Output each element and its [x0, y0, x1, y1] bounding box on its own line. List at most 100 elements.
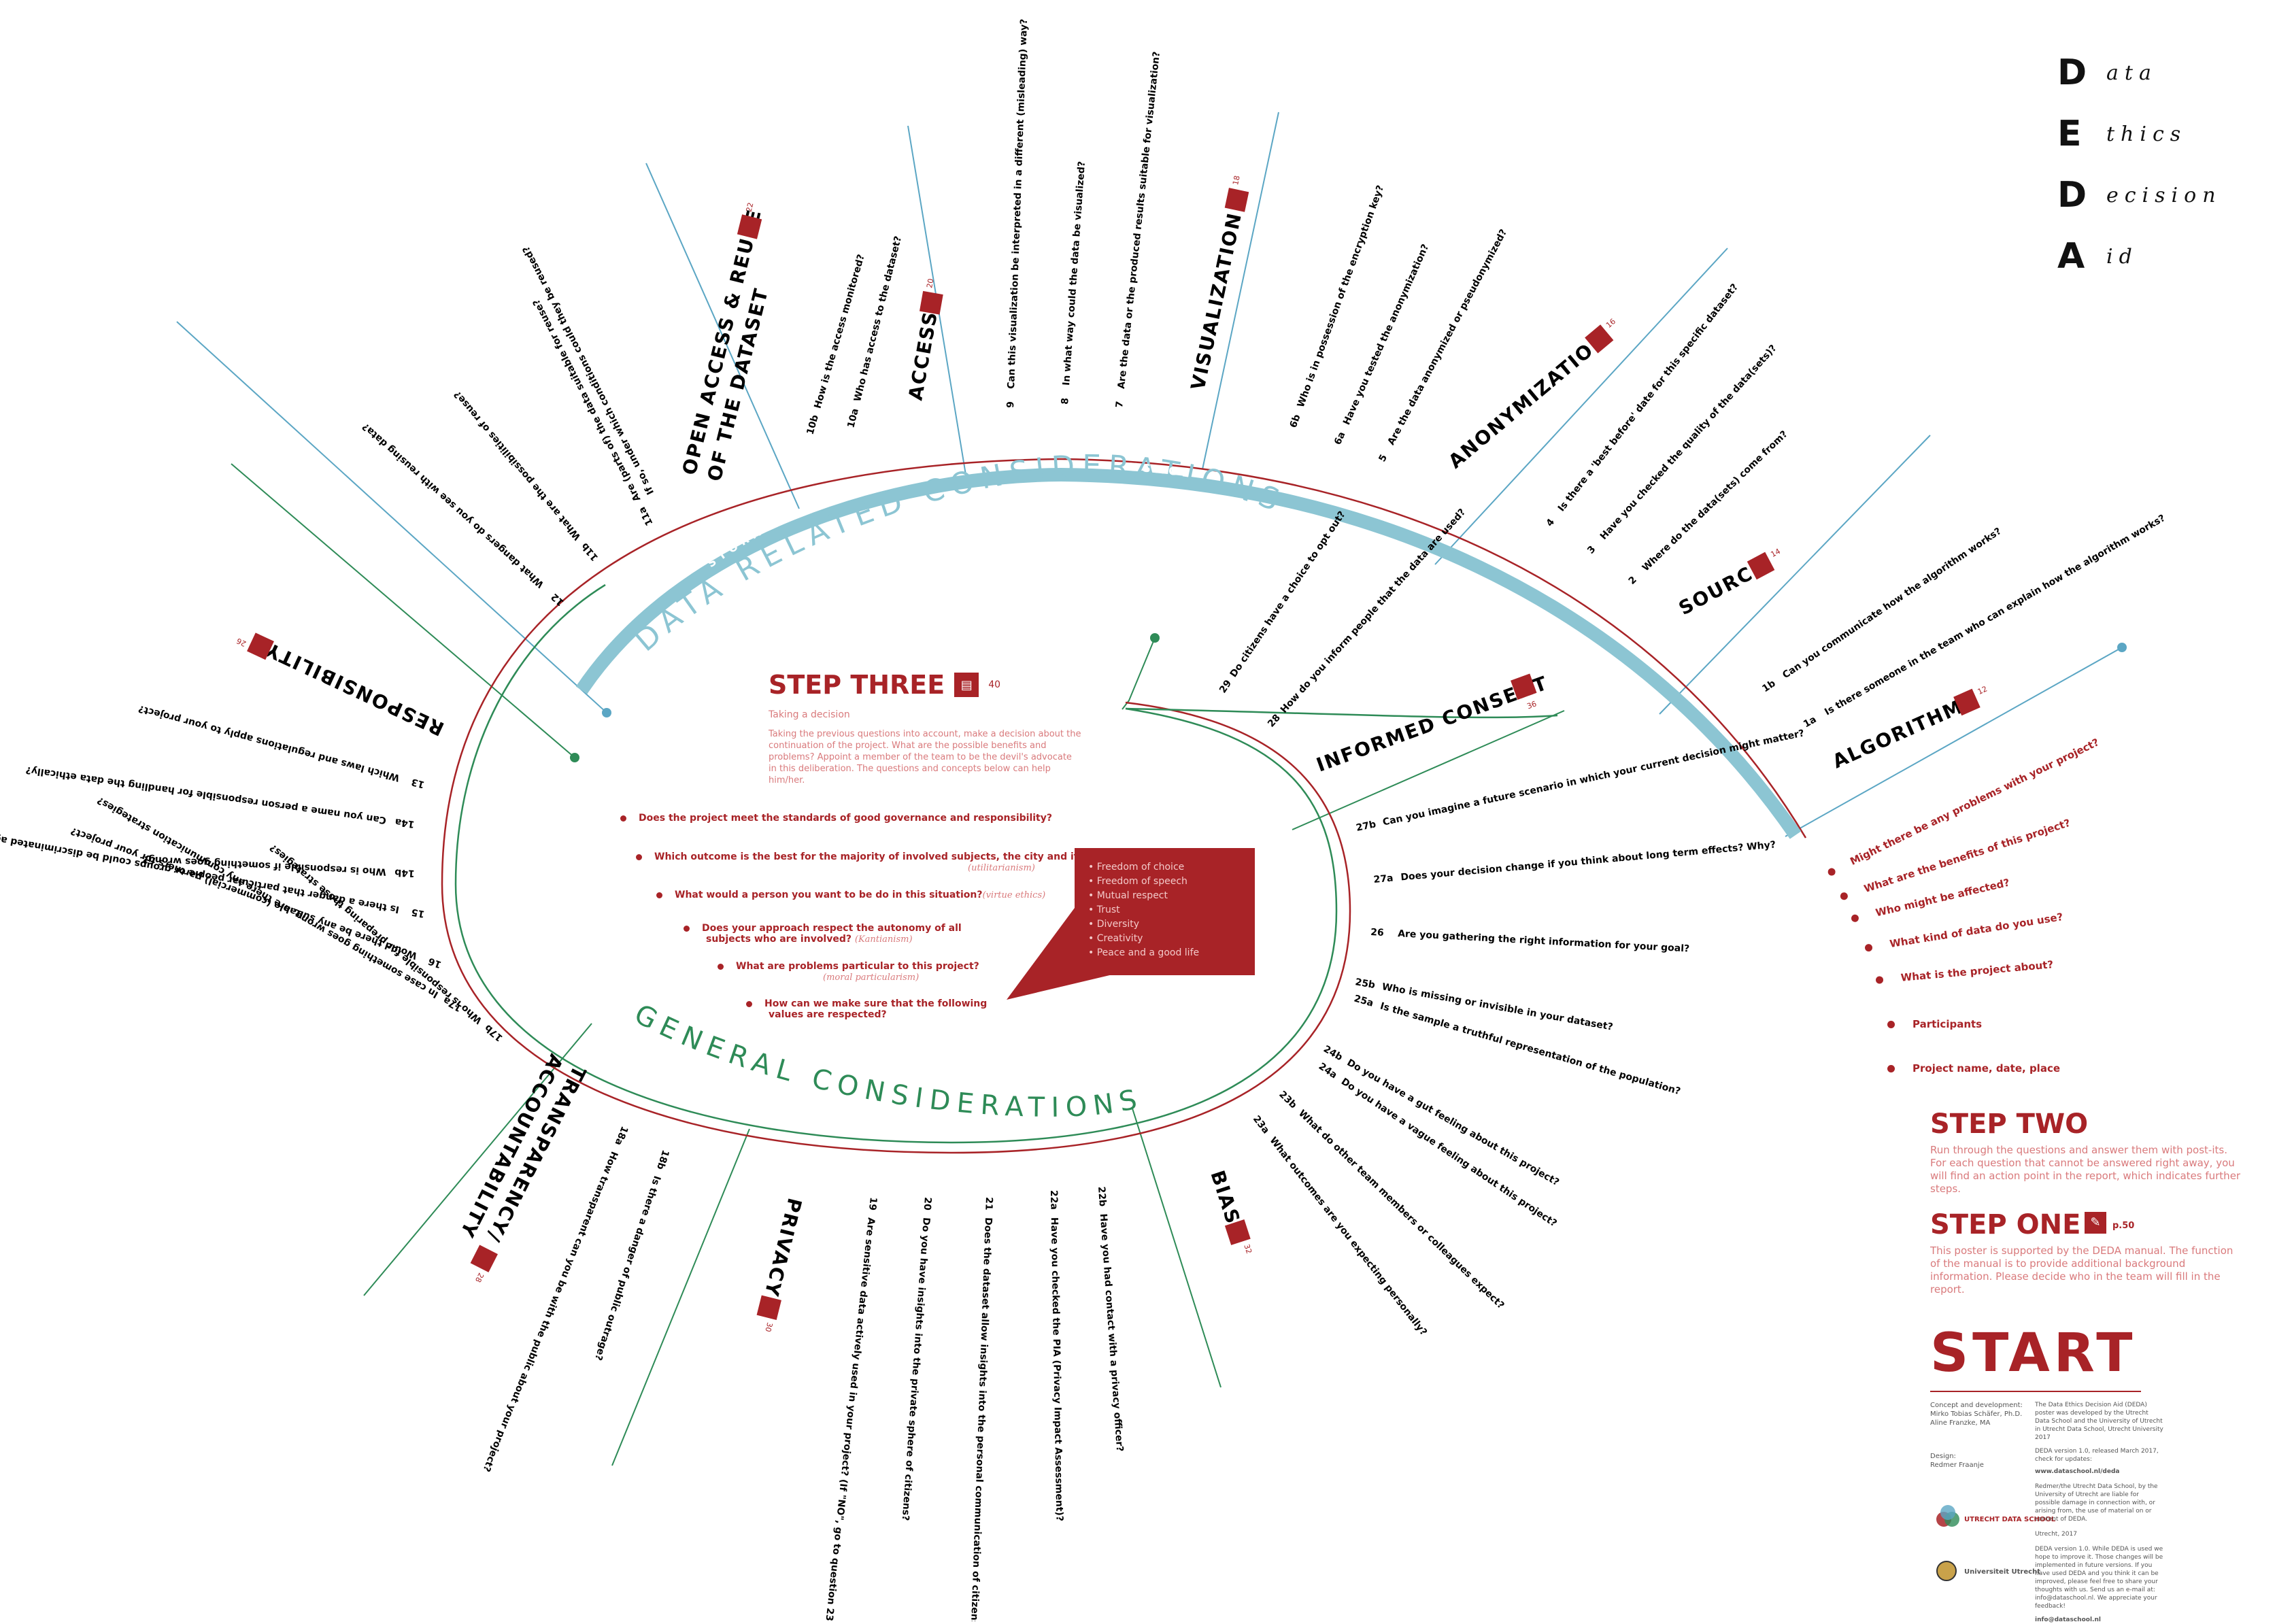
question-number: 17b [483, 1022, 505, 1043]
manual-book-icon [247, 632, 274, 660]
bullet-dot [718, 963, 724, 970]
question-number: 18b [654, 1149, 671, 1171]
question-number: 26 [1370, 927, 1384, 938]
question-number: 20 [922, 1197, 933, 1211]
bullet-dot [684, 925, 690, 932]
credits-right: The Data Ethics Decision Aid (DEDA) post… [2035, 1402, 2163, 1623]
section-title-visualization: VISUALIZATION [1187, 210, 1247, 392]
bullet-dot [1839, 891, 1849, 901]
bullet-dot [1887, 1065, 1895, 1072]
section-page-anonymization: 16 [1604, 317, 1617, 330]
question-number: 10b [805, 413, 821, 436]
question-5: Are the data anonymized or pseudonymized… [1386, 228, 1510, 447]
question-8: In what way could the data be visualized… [1061, 161, 1088, 386]
spoke-transparency [363, 1023, 592, 1296]
question-25b: Who is missing or invisible in your data… [1381, 981, 1614, 1033]
section-title-privacy: PRIVACY [760, 1196, 806, 1299]
question-number: 22a [1048, 1190, 1060, 1210]
section-title-responsibility: RESPONSIBILITY [261, 638, 448, 741]
question-number: 5 [1377, 453, 1389, 464]
question-number: 25a [1353, 993, 1375, 1009]
question-number: 12 [549, 591, 566, 608]
manual-book-icon [1224, 188, 1249, 212]
question-number: 4 [1545, 517, 1557, 529]
section-page-privacy: 30 [763, 1321, 774, 1333]
manual-book-icon [470, 1245, 498, 1272]
question-number: 1b [1760, 678, 1777, 694]
utrecht-data-school-logo [1936, 1505, 1959, 1527]
question-11a-cont: If so, under which conditions could they… [521, 244, 656, 496]
section-privacy: PRIVACY 30 [756, 1196, 806, 1333]
value-item: • Freedom of choice [1088, 862, 1185, 873]
section-title-bias: BIAS [1206, 1168, 1245, 1228]
step-three-page: 40 [988, 679, 1001, 690]
value-item: • Peace and a good life [1088, 947, 1200, 958]
question-number: 6b [1288, 413, 1303, 429]
question-number: 23a [1251, 1114, 1271, 1136]
question-number: 10a [845, 407, 861, 429]
question-number: 11a [637, 505, 655, 527]
section-bias: BIAS 32 [1206, 1168, 1253, 1255]
spoke-informed-consent-hook [1122, 637, 1156, 710]
question-number: 25b [1354, 977, 1376, 991]
step-one-question: Participants [1887, 1018, 1982, 1030]
question-12: What dangers do you see with reusing dat… [360, 421, 546, 590]
step-three-text: Taking the previous questions into accou… [769, 729, 1081, 785]
question-11a: Are (parts of) the data suitable for reu… [531, 297, 643, 503]
question-16: Would there be any suitable (commercial)… [69, 825, 419, 961]
section-visualization: VISUALIZATION 18 [1187, 175, 1249, 392]
question-26: Are you gathering the right information … [1398, 928, 1690, 954]
spoke-responsibility [231, 463, 575, 758]
question-number: 21 [983, 1197, 994, 1211]
bullet-dot [636, 853, 642, 860]
question-18b: Is there a danger of public outrage? [592, 1174, 662, 1362]
step-three-block: STEP THREE▤40 Taking a decision Taking t… [769, 670, 1081, 786]
uds-logo-text: UTRECHT DATA SCHOOL [1964, 1516, 2056, 1523]
university-seal-icon [1936, 1561, 1957, 1581]
decision-question: What are problems particular to this pro… [718, 961, 979, 983]
question-21: Does the dataset allow insights into the… [968, 1217, 994, 1621]
manual-book-icon [1511, 673, 1537, 700]
manual-book-icon [756, 1295, 781, 1320]
spoke-open-access [176, 321, 607, 713]
bullet-dot [1887, 1021, 1895, 1028]
section-page-source: 14 [1769, 547, 1781, 559]
question-number: 16 [427, 955, 443, 970]
question-1b: Can you communicate how the algorithm wo… [1781, 526, 2003, 681]
bullet-dot [656, 892, 662, 898]
value-item: • Freedom of speech [1088, 876, 1187, 887]
start-title: START [1930, 1323, 2137, 1384]
decision-question: Does your approach respect the autonomy … [684, 923, 962, 945]
step-two-text: Run through the questions and answer the… [1930, 1144, 2241, 1195]
bullet-dot [620, 815, 626, 822]
question-9: Can this visualization be interpreted in… [1006, 18, 1030, 389]
question-number: 29 [1217, 678, 1234, 695]
question-number: 28 [1266, 712, 1283, 729]
section-page-responsibility: 26 [235, 637, 248, 649]
question-27b: Can you imagine a future scenario in whi… [1382, 728, 1806, 828]
logo-initial: E [2057, 114, 2082, 154]
question-13: Which laws and regulations apply to your… [137, 703, 401, 783]
uu-logo-text: Universiteit Utrecht [1964, 1568, 2040, 1576]
inner-ring-green [454, 583, 1558, 1144]
decision-question: Does the project meet the standards of g… [620, 813, 1052, 824]
question-number: 22b [1096, 1186, 1108, 1207]
question-number: 19 [866, 1197, 879, 1211]
value-item: • Diversity [1088, 919, 1140, 930]
section-page-algorithms: 12 [1976, 684, 1989, 696]
decision-question: Which outcome is the best for the majori… [636, 851, 1146, 873]
question-number: 14a [394, 816, 416, 830]
manual-book-icon [737, 214, 762, 239]
question-27a: Does your decision change if you think a… [1400, 839, 1776, 883]
manual-book-icon [1953, 688, 1981, 716]
spoke-anonymization [1202, 112, 1279, 470]
question-number: 3 [1585, 544, 1598, 556]
logo-word: thics [2106, 122, 2187, 146]
question-2: Where do the data(sets) come from? [1640, 428, 1790, 573]
outer-ring-red [441, 458, 1807, 1154]
question-number: 15 [411, 907, 426, 919]
step-three-title: STEP THREE [769, 670, 945, 700]
question-number: 27b [1355, 819, 1377, 834]
section-open-access: OPEN ACCESS & REUSE OF THE DATASET 22 [678, 201, 773, 484]
